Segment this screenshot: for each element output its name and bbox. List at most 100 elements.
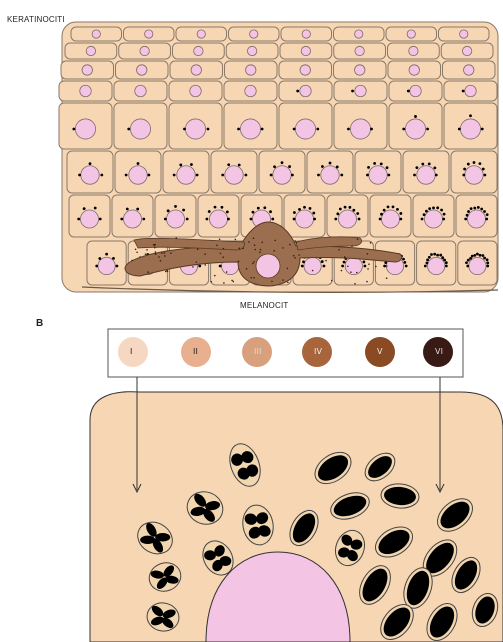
melanosome-dot	[154, 244, 156, 246]
melanosome-dot	[282, 247, 284, 249]
melanin-granule	[443, 259, 446, 262]
melanosome-dot	[325, 260, 327, 262]
melanin-granule	[196, 174, 199, 177]
melanin-granule	[100, 174, 103, 177]
melanocyte-label: MELANOCIT	[240, 301, 288, 310]
melanin-granule	[352, 209, 355, 212]
melanosome-dot	[154, 247, 156, 249]
melanin-granule	[89, 162, 92, 165]
melanin-granule	[392, 205, 395, 208]
melanin-granule	[126, 208, 129, 211]
melanin-granule	[293, 128, 296, 131]
keratinocyte-nucleus	[81, 166, 99, 184]
melanin-granule	[167, 209, 170, 212]
melanin-granule	[105, 253, 108, 256]
melanin-granule	[483, 210, 486, 213]
keratinocyte-nucleus	[467, 210, 485, 228]
melanosome-dot	[356, 272, 358, 274]
keratinocyte-nucleus	[409, 65, 419, 75]
melanin-granule	[367, 166, 370, 169]
melanosome-dot	[350, 271, 352, 273]
skin-type-1-numeral: I	[130, 347, 133, 356]
melanin-granule	[323, 265, 326, 268]
melanosome-dot	[153, 244, 155, 246]
melanosome-dot	[204, 253, 206, 255]
melanosome-dot	[287, 268, 289, 270]
melanin-granule	[164, 218, 167, 221]
melanin-granule	[98, 257, 101, 260]
melanin-granule	[261, 128, 264, 131]
melanin-granule	[469, 257, 472, 260]
keratinocyte-nucleus	[464, 65, 474, 75]
keratinocyte-nucleus	[428, 257, 445, 274]
melanin-granule	[301, 265, 304, 268]
melanin-granule	[281, 161, 284, 164]
keratinocyte-nucleus	[304, 257, 321, 274]
melanin-granule	[467, 259, 470, 262]
melanosome-dot	[357, 239, 359, 241]
melanosome-dot	[367, 253, 369, 255]
keratinocyte-nucleus	[250, 30, 258, 38]
keratinocyte-nucleus	[369, 166, 387, 184]
keratinocyte-nucleus	[225, 166, 243, 184]
melanosome-dot	[344, 256, 346, 258]
melanin-granule	[347, 128, 350, 131]
melanin-granule	[486, 258, 489, 261]
melanosome-dot	[242, 248, 244, 250]
melanosome-dot	[367, 268, 369, 270]
melanin-granule	[440, 209, 443, 212]
melanosome-dot	[351, 245, 353, 247]
melanosome-dot	[250, 277, 252, 279]
melanin-granule	[414, 115, 417, 118]
melanosome-dot	[197, 248, 199, 250]
keratinocyte-nucleus	[338, 210, 356, 228]
melanin-granule	[481, 254, 484, 257]
keratinocyte-nucleus	[140, 46, 149, 55]
melanin-granule	[214, 206, 217, 209]
melanin-granule	[462, 90, 465, 93]
melanin-granule	[380, 162, 383, 165]
melanin-granule	[480, 208, 483, 211]
melanin-granule	[428, 162, 431, 165]
melanin-granule	[373, 162, 376, 165]
melanin-granule	[466, 214, 469, 217]
melanosome-dot	[252, 263, 254, 265]
keratinocyte-nucleus	[355, 46, 364, 55]
melanin-granule	[293, 211, 296, 214]
keratinocyte-nucleus	[245, 85, 256, 96]
melanin-granule	[442, 218, 445, 221]
melanin-granule	[227, 218, 230, 221]
melanin-granule	[198, 265, 201, 268]
melanin-granule	[399, 218, 402, 221]
melanosome-dot	[282, 279, 284, 281]
melanin-granule	[321, 165, 324, 168]
melanin-granule	[316, 128, 319, 131]
melanin-granule	[179, 164, 182, 167]
melanin-granule	[112, 257, 115, 260]
melanin-granule	[383, 265, 386, 268]
melanosome-dot	[253, 237, 255, 239]
melanin-granule	[423, 213, 426, 216]
keratinocyte-nucleus	[191, 65, 201, 75]
skin-type-4-numeral: IV	[314, 347, 322, 356]
melanin-granule	[479, 254, 482, 257]
melanin-granule	[436, 206, 439, 209]
melanin-granule	[471, 255, 474, 258]
melanin-granule	[321, 260, 324, 263]
melanin-granule	[379, 218, 382, 221]
melanin-granule	[356, 212, 359, 215]
keratinocyte-nucleus	[355, 30, 363, 38]
panel-b-label: B	[36, 318, 43, 329]
melanocyte-nucleus	[256, 254, 280, 278]
melanin-granule	[366, 174, 369, 177]
melanin-granule	[173, 174, 176, 177]
melanin-granule	[467, 163, 470, 166]
melanin-granule	[486, 213, 489, 216]
melanin-granule	[435, 174, 438, 177]
melanin-granule	[303, 206, 306, 209]
melanin-granule	[309, 207, 312, 210]
melanosome-dot	[155, 253, 157, 255]
melanin-granule	[421, 218, 424, 221]
melanin-granule	[227, 163, 230, 166]
melanosome-dot	[386, 265, 388, 267]
